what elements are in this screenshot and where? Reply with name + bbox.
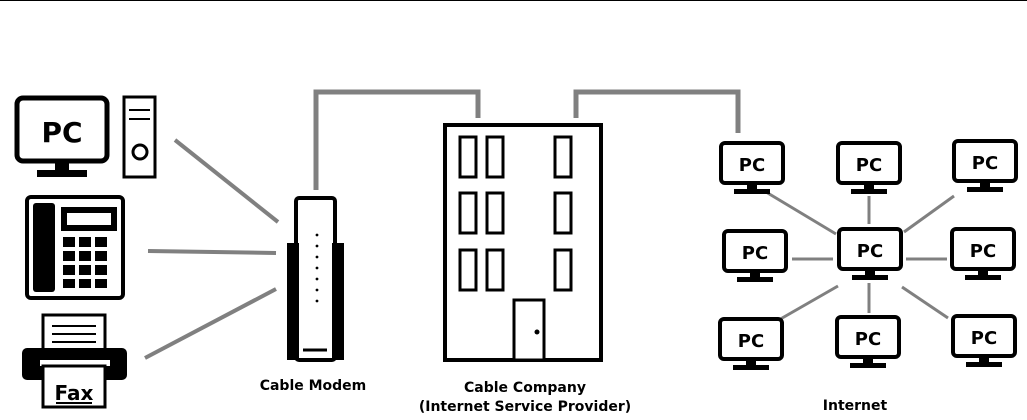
internet-pc-label: PC xyxy=(972,153,998,174)
internet-pc-label: PC xyxy=(855,329,881,350)
internet-pc-label: PC xyxy=(970,241,996,262)
mesh-line-bottom-right xyxy=(902,287,948,318)
device-connectors xyxy=(145,140,278,358)
internet-pc-group: PC PC PC PC PC PC PC PC PC xyxy=(720,141,1016,370)
internet-pc-icon: PC xyxy=(721,143,783,194)
internet-label: Internet xyxy=(800,398,910,415)
telephone-icon xyxy=(27,197,123,298)
fax-machine-icon: Fax xyxy=(22,315,127,407)
fax-to-modem-connector xyxy=(145,289,276,358)
mesh-line-top-right xyxy=(904,196,954,232)
internet-pc-icon: PC xyxy=(837,317,899,368)
internet-pc-label: PC xyxy=(971,328,997,349)
mesh-line-top-left xyxy=(766,192,836,234)
internet-pc-icon: PC xyxy=(954,141,1016,192)
pc-to-modem-connector xyxy=(175,140,278,222)
cable-modem-icon xyxy=(287,198,344,360)
cable-modem-label: Cable Modem xyxy=(248,378,378,395)
internet-pc-label: PC xyxy=(739,155,765,176)
internet-pc-icon: PC xyxy=(953,316,1015,367)
desktop-pc-label: PC xyxy=(41,116,82,149)
internet-pc-label: PC xyxy=(857,241,883,262)
cable-company-label: Cable Company xyxy=(400,380,650,397)
internet-pc-icon: PC xyxy=(724,231,786,282)
phone-to-modem-connector xyxy=(148,251,276,253)
internet-pc-icon: PC xyxy=(720,319,782,370)
isp-label: (Internet Service Provider) xyxy=(395,399,655,416)
internet-pc-label: PC xyxy=(856,155,882,176)
internet-pc-icon: PC xyxy=(838,143,900,194)
office-building-icon xyxy=(445,125,601,360)
internet-pc-label: PC xyxy=(738,331,764,352)
desktop-computer-icon: PC xyxy=(17,98,107,177)
pc-tower-icon xyxy=(124,97,155,177)
building-door xyxy=(514,300,544,360)
fax-label: Fax xyxy=(55,381,94,405)
internet-pc-icon: PC xyxy=(839,229,901,280)
internet-pc-label: PC xyxy=(742,243,768,264)
internet-pc-icon: PC xyxy=(952,229,1014,280)
